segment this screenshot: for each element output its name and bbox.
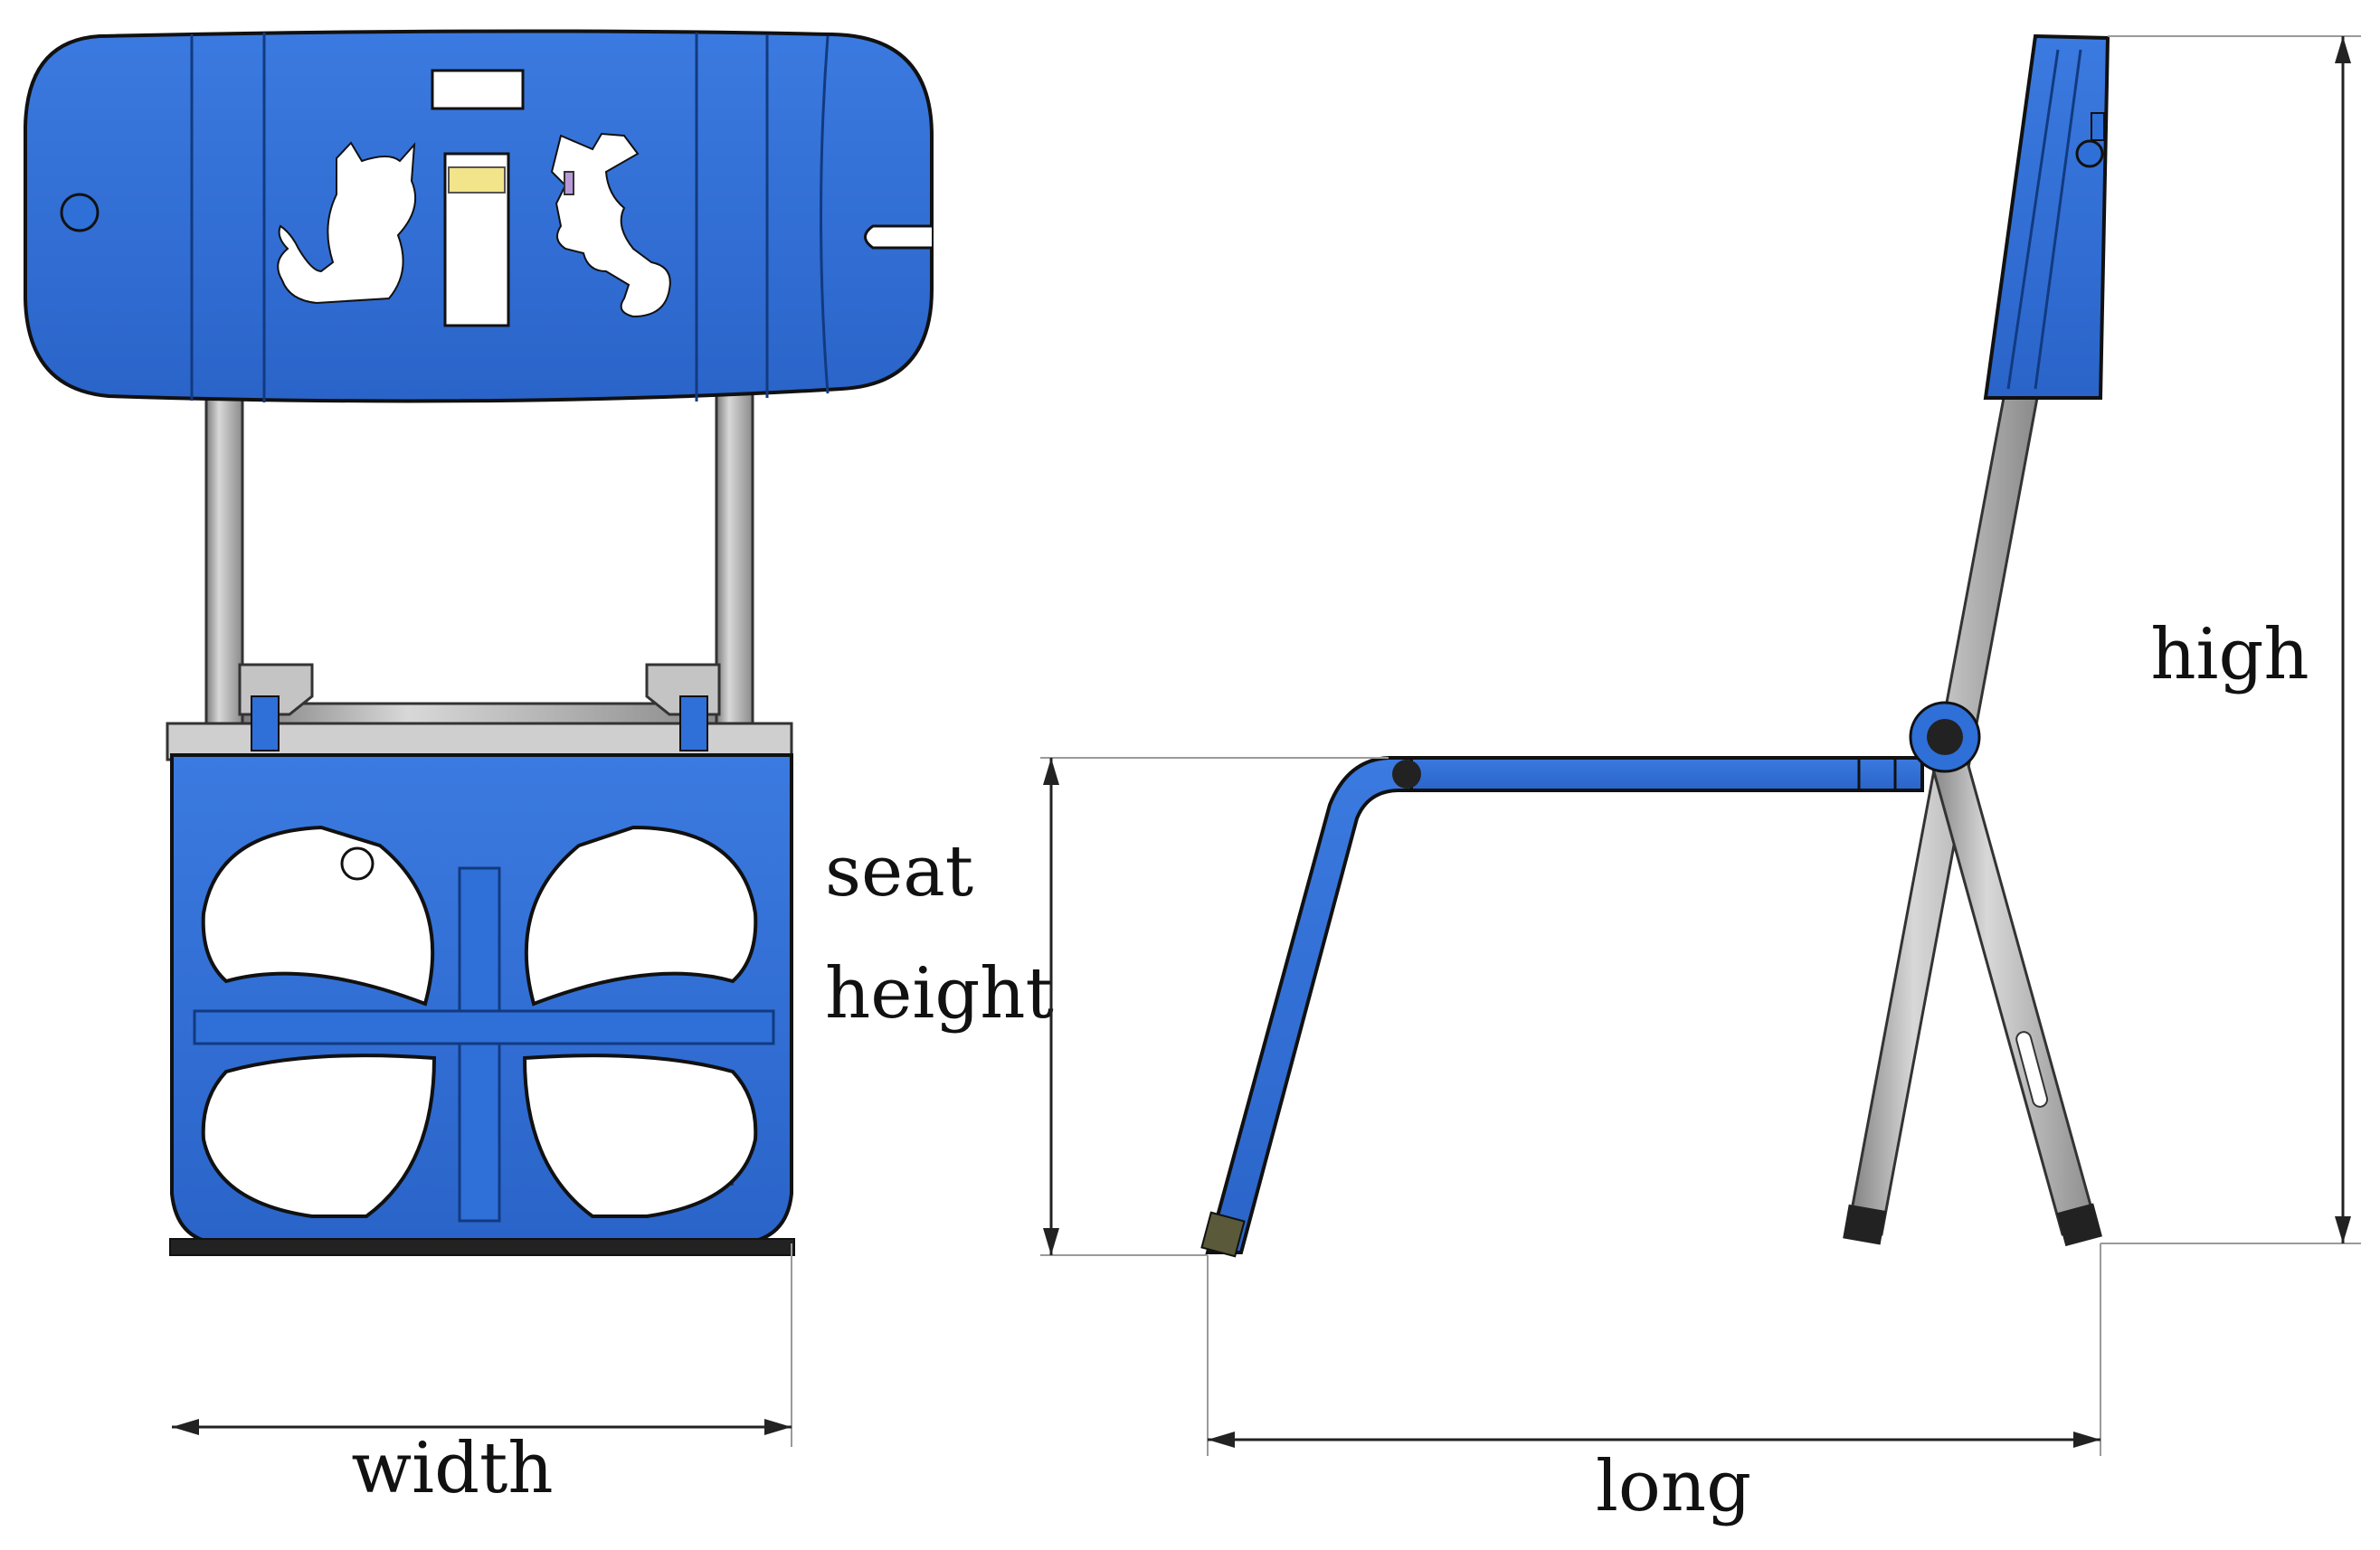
yellow-tag xyxy=(448,166,506,194)
right-bracket xyxy=(679,695,708,751)
seat-divider-horizontal xyxy=(193,1009,775,1045)
back-leg xyxy=(1845,396,2039,1236)
dog-cutout-icon xyxy=(550,132,671,318)
seat-height-label-line2: height xyxy=(825,953,1054,1035)
right-back-post xyxy=(715,387,754,734)
rear-leg-slot xyxy=(2015,1031,2049,1108)
hang-hole xyxy=(60,193,100,232)
front-view: width seat height xyxy=(24,29,1054,1509)
front-leg-foot xyxy=(1200,1211,1246,1258)
front-leg xyxy=(1205,756,1413,1254)
backrest-slot xyxy=(864,224,932,250)
left-back-post xyxy=(204,387,244,734)
seat-hook xyxy=(340,846,375,881)
side-backrest xyxy=(1983,33,2110,400)
side-backrest-inner xyxy=(2006,49,2060,390)
name-plate xyxy=(431,69,525,110)
back-leg-foot xyxy=(1843,1204,1887,1245)
backrest-curve-edge xyxy=(820,35,830,394)
cat-cutout-icon xyxy=(277,141,417,305)
seat-opening-bottom-right xyxy=(522,1054,758,1218)
rear-leg-foot xyxy=(2056,1203,2102,1247)
front-pivot xyxy=(1392,760,1421,789)
left-bracket xyxy=(251,695,280,751)
seat-opening-bottom-left xyxy=(201,1054,437,1218)
width-label: width xyxy=(351,1428,553,1509)
side-backrest-inner xyxy=(2034,49,2082,390)
main-pivot-bolt xyxy=(1927,719,1963,755)
side-view: long high xyxy=(1040,33,2361,1527)
seat-opening-top-right xyxy=(524,825,758,1007)
side-backrest-knob xyxy=(2075,139,2104,168)
seat-bottom-edge xyxy=(169,1238,795,1256)
side-backrest-clip xyxy=(2091,112,2105,141)
seat-height-label-line1: seat xyxy=(825,831,973,912)
rear-diagonal-leg xyxy=(1925,744,2100,1236)
seat-opening-top-left xyxy=(201,825,435,1007)
high-label: high xyxy=(2150,614,2309,695)
side-seat xyxy=(1409,756,1924,792)
purple-tag xyxy=(564,171,574,195)
long-label: long xyxy=(1596,1446,1751,1527)
